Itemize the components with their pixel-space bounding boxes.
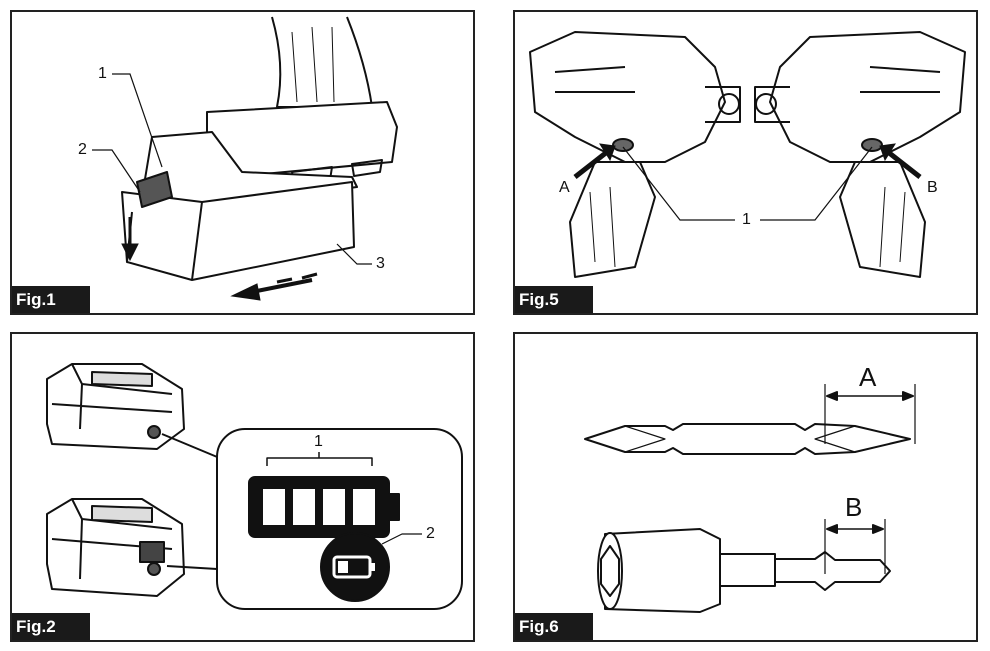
callout-1: 1 — [314, 433, 323, 450]
figure-label: Fig.2 — [12, 613, 90, 640]
dimension-label-b: B — [845, 492, 863, 522]
callout-a: A — [559, 179, 570, 196]
figure-panel-fig2: 1 2 Fig.2 — [10, 332, 475, 642]
reversing-switch-illustration — [529, 31, 966, 278]
figure-panel-fig5: A B 1 Fig.5 — [513, 10, 978, 315]
figure-label: Fig.1 — [12, 286, 90, 313]
callout-2: 2 — [426, 525, 435, 542]
figure-label: Fig.5 — [515, 286, 593, 313]
figure-panel-fig6: A B Fig.6 — [513, 332, 978, 642]
callout-3: 3 — [376, 255, 385, 272]
battery-removal-illustration — [92, 16, 398, 301]
battery-indicator-illustration — [46, 363, 463, 610]
callout-b: B — [927, 179, 938, 196]
dimension-label-a: A — [859, 362, 877, 392]
figure-label: Fig.6 — [515, 613, 593, 640]
callout-1: 1 — [98, 65, 107, 82]
callout-2: 2 — [78, 141, 87, 158]
bit-dimensions-illustration — [584, 384, 916, 613]
figure-panel-fig1: 1 2 3 Fig.1 — [10, 10, 475, 315]
callout-1: 1 — [742, 211, 751, 228]
